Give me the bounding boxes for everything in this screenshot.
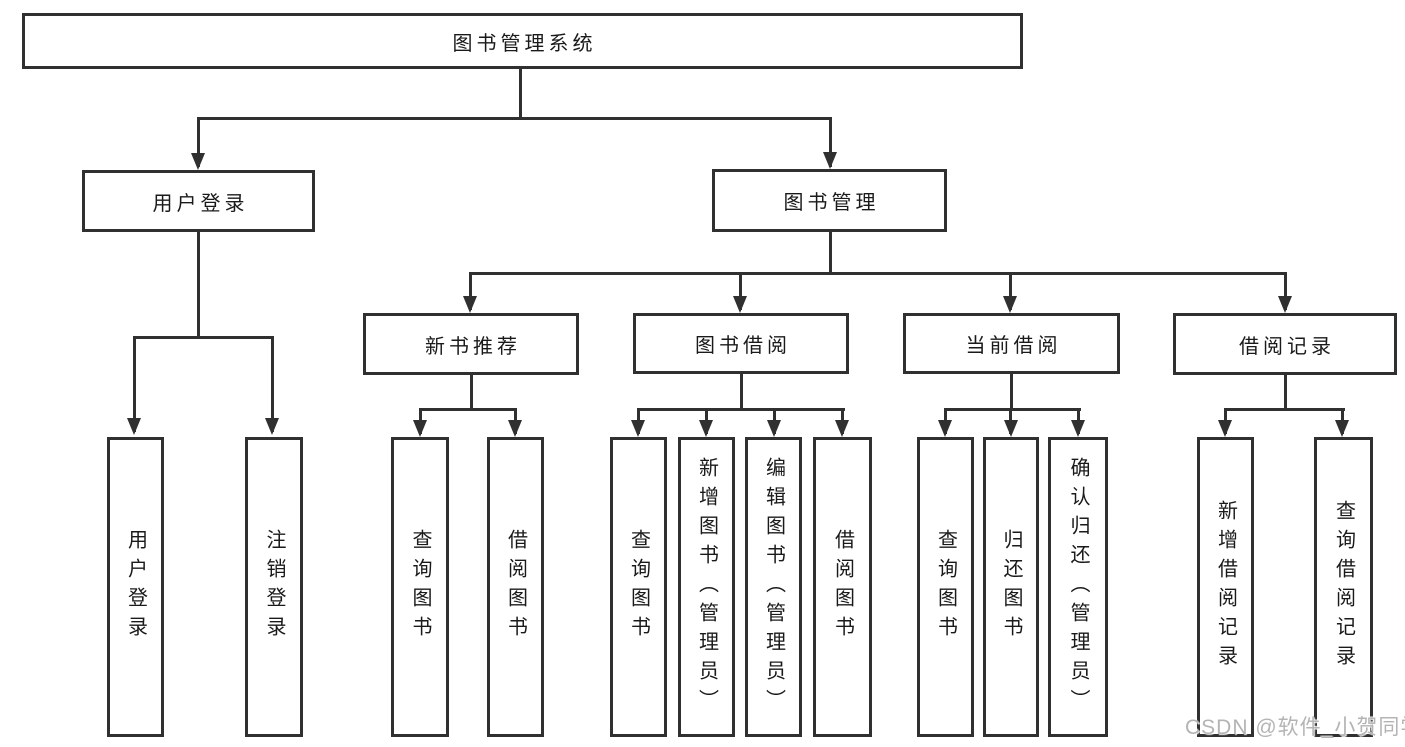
leaf-bb-add-book-admin: 新增图书（管理员）: [678, 437, 735, 737]
arrow-down-icon: [733, 296, 747, 313]
node-book-management: 图书管理: [712, 169, 947, 232]
leaf-cb-query-book-label: 查询图书: [934, 529, 957, 645]
leaf-br-query-record-label: 查询借阅记录: [1332, 500, 1355, 674]
leaf-cb-confirm-return-admin: 确认归还（管理员）: [1048, 437, 1108, 737]
node-book-borrow-label: 图书借阅: [695, 335, 791, 357]
node-current-borrow: 当前借阅: [903, 313, 1120, 374]
node-current-borrow-label: 当前借阅: [965, 335, 1062, 357]
leaf-br-add-record-label: 新增借阅记录: [1214, 500, 1237, 674]
connector-line: [829, 232, 832, 272]
connector-line: [133, 336, 274, 339]
connector-line: [133, 336, 136, 432]
leaf-nbr-borrow-book: 借阅图书: [487, 437, 544, 737]
arrow-down-icon: [265, 418, 279, 435]
leaf-bb-borrow-book-label: 借阅图书: [831, 529, 854, 645]
leaf-logout-label: 注销登录: [263, 529, 285, 645]
leaf-bb-add-book-admin-label: 新增图书（管理员）: [695, 456, 718, 718]
connector-line: [271, 336, 274, 432]
csdn-watermark: CSDN @软件_小贺同学: [1185, 716, 1405, 739]
arrow-down-icon: [823, 152, 837, 169]
connector-line: [740, 374, 743, 408]
leaf-user-login: 用户登录: [107, 437, 164, 737]
leaf-logout: 注销登录: [245, 437, 303, 737]
leaf-br-add-record: 新增借阅记录: [1197, 437, 1254, 737]
connector-line: [1010, 374, 1013, 408]
node-user-login-label: 用户登录: [152, 192, 249, 215]
connector-line: [469, 272, 472, 310]
arrow-down-icon: [938, 420, 952, 437]
arrow-down-icon: [191, 153, 205, 170]
leaf-bb-edit-book-admin: 编辑图书（管理员）: [745, 437, 802, 737]
arrow-down-icon: [1278, 296, 1292, 313]
node-root: 图书管理系统: [22, 13, 1023, 69]
leaf-cb-query-book: 查询图书: [917, 437, 974, 737]
leaf-nbr-borrow-book-label: 借阅图书: [504, 529, 527, 645]
connector-line: [469, 272, 1287, 275]
arrow-down-icon: [1004, 420, 1018, 437]
connector-line: [1284, 272, 1287, 310]
connector-line: [1284, 375, 1287, 408]
arrow-down-icon: [463, 296, 477, 313]
node-borrow-record: 借阅记录: [1173, 313, 1397, 375]
connector-line: [739, 272, 742, 310]
node-root-label: 图书管理系统: [452, 32, 597, 55]
node-user-login: 用户登录: [82, 170, 315, 232]
leaf-nbr-query-book-label: 查询图书: [409, 529, 431, 645]
arrow-down-icon: [1335, 420, 1349, 437]
leaf-bb-query-book-label: 查询图书: [627, 529, 650, 645]
leaf-cb-return-book-label: 归还图书: [1000, 529, 1022, 645]
leaf-bb-borrow-book: 借阅图书: [813, 437, 872, 737]
connector-line: [1009, 272, 1012, 310]
arrow-down-icon: [1003, 296, 1017, 313]
arrow-down-icon: [835, 420, 849, 437]
leaf-bb-edit-book-admin-label: 编辑图书（管理员）: [762, 456, 785, 718]
node-borrow-record-label: 借阅记录: [1239, 335, 1335, 358]
connector-line: [1224, 408, 1345, 411]
leaf-cb-confirm-return-admin-label: 确认归还（管理员）: [1067, 456, 1089, 718]
connector-line: [197, 117, 832, 120]
connector-line: [944, 408, 1081, 411]
arrow-down-icon: [1071, 420, 1085, 437]
arrow-down-icon: [1218, 420, 1232, 437]
connector-line: [829, 117, 832, 167]
leaf-br-query-record: 查询借阅记录: [1314, 437, 1373, 737]
arrow-down-icon: [508, 420, 522, 437]
arrow-down-icon: [127, 418, 141, 435]
connector-line: [197, 232, 200, 336]
node-book-borrow: 图书借阅: [633, 313, 849, 374]
node-new-book-recommend: 新书推荐: [363, 313, 579, 375]
connector-line: [197, 117, 200, 167]
leaf-bb-query-book: 查询图书: [610, 437, 667, 737]
arrow-down-icon: [413, 420, 427, 437]
arrow-down-icon: [767, 420, 781, 437]
node-new-book-recommend-label: 新书推荐: [425, 335, 521, 358]
connector-line: [419, 408, 517, 411]
connector-line: [637, 408, 845, 411]
connector-line: [470, 375, 473, 408]
leaf-nbr-query-book: 查询图书: [391, 437, 449, 737]
arrow-down-icon: [631, 420, 645, 437]
connector-line: [519, 69, 522, 117]
arrow-down-icon: [699, 420, 713, 437]
leaf-cb-return-book: 归还图书: [983, 437, 1039, 737]
leaf-user-login-label: 用户登录: [124, 529, 147, 645]
node-book-management-label: 图书管理: [783, 192, 880, 214]
